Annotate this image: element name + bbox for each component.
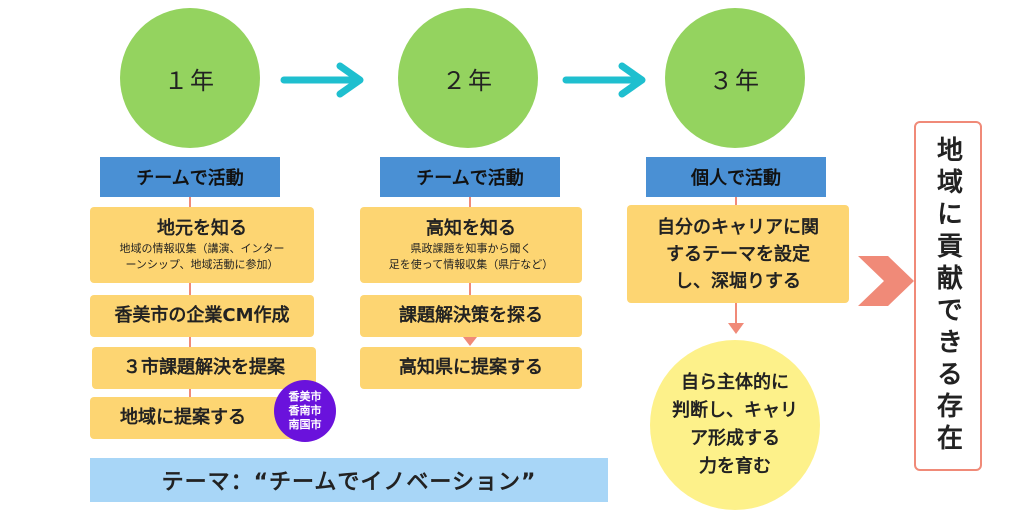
column3-header: 個人で活動 (646, 157, 826, 197)
step-title: 地元を知る (157, 217, 247, 239)
connector-line (735, 197, 737, 205)
cities-badge: 香美市 香南市 南国市 (274, 380, 336, 442)
column2-header: チームで活動 (380, 157, 560, 197)
down-arrow-icon (463, 337, 477, 346)
arrow-right-icon (562, 62, 646, 98)
year-2-circle: ２年 (398, 8, 538, 148)
badge-city: 香美市 (288, 389, 322, 403)
step-title: 地域に提案する (120, 406, 246, 428)
down-arrow-icon (728, 323, 744, 334)
badge-city: 香南市 (288, 403, 322, 417)
arrow-right-icon (280, 62, 364, 98)
step-title: 高知を知る (426, 217, 516, 239)
goal-circle: 自ら主体的に 判断し、キャリ ア形成する 力を育む (650, 340, 820, 510)
column2-step-2: 課題解決策を探る (360, 295, 582, 337)
step-detail: 県政課題を知事から聞く 足を使って情報収集（県庁など） (388, 242, 554, 272)
connector-line (189, 283, 191, 295)
column1-step-2: 香美市の企業CM作成 (90, 295, 314, 337)
year-3-circle: ３年 (665, 8, 805, 148)
column1-step-1: 地元を知る 地域の情報収集（講演、インター ーンシップ、地域活動に参加） (90, 207, 314, 283)
year-1-circle: １年 (120, 8, 260, 148)
connector-line (189, 337, 191, 347)
column1-step-3: ３市課題解決を提案 (92, 347, 316, 389)
column1-header: チームで活動 (100, 157, 280, 197)
theme-banner: テーマ：“チームでイノベーション” (90, 458, 608, 502)
connector-line (469, 283, 471, 295)
final-goal-box: 地域に貢献できる存在 (914, 121, 982, 471)
connector-line (189, 197, 191, 207)
final-goal-text: 地域に貢献できる存在 (932, 136, 963, 456)
connector-line (735, 303, 737, 325)
step-detail: 地域の情報収集（講演、インター ーンシップ、地域活動に参加） (119, 242, 285, 272)
badge-city: 南国市 (288, 418, 322, 432)
connector-line (469, 197, 471, 207)
connector-line (189, 389, 191, 397)
chevron-right-icon (858, 256, 914, 306)
column2-step-1: 高知を知る 県政課題を知事から聞く 足を使って情報収集（県庁など） (360, 207, 582, 283)
column3-theme-box: 自分のキャリアに関 するテーマを設定 し、深堀りする (627, 205, 849, 303)
column2-step-3: 高知県に提案する (360, 347, 582, 389)
